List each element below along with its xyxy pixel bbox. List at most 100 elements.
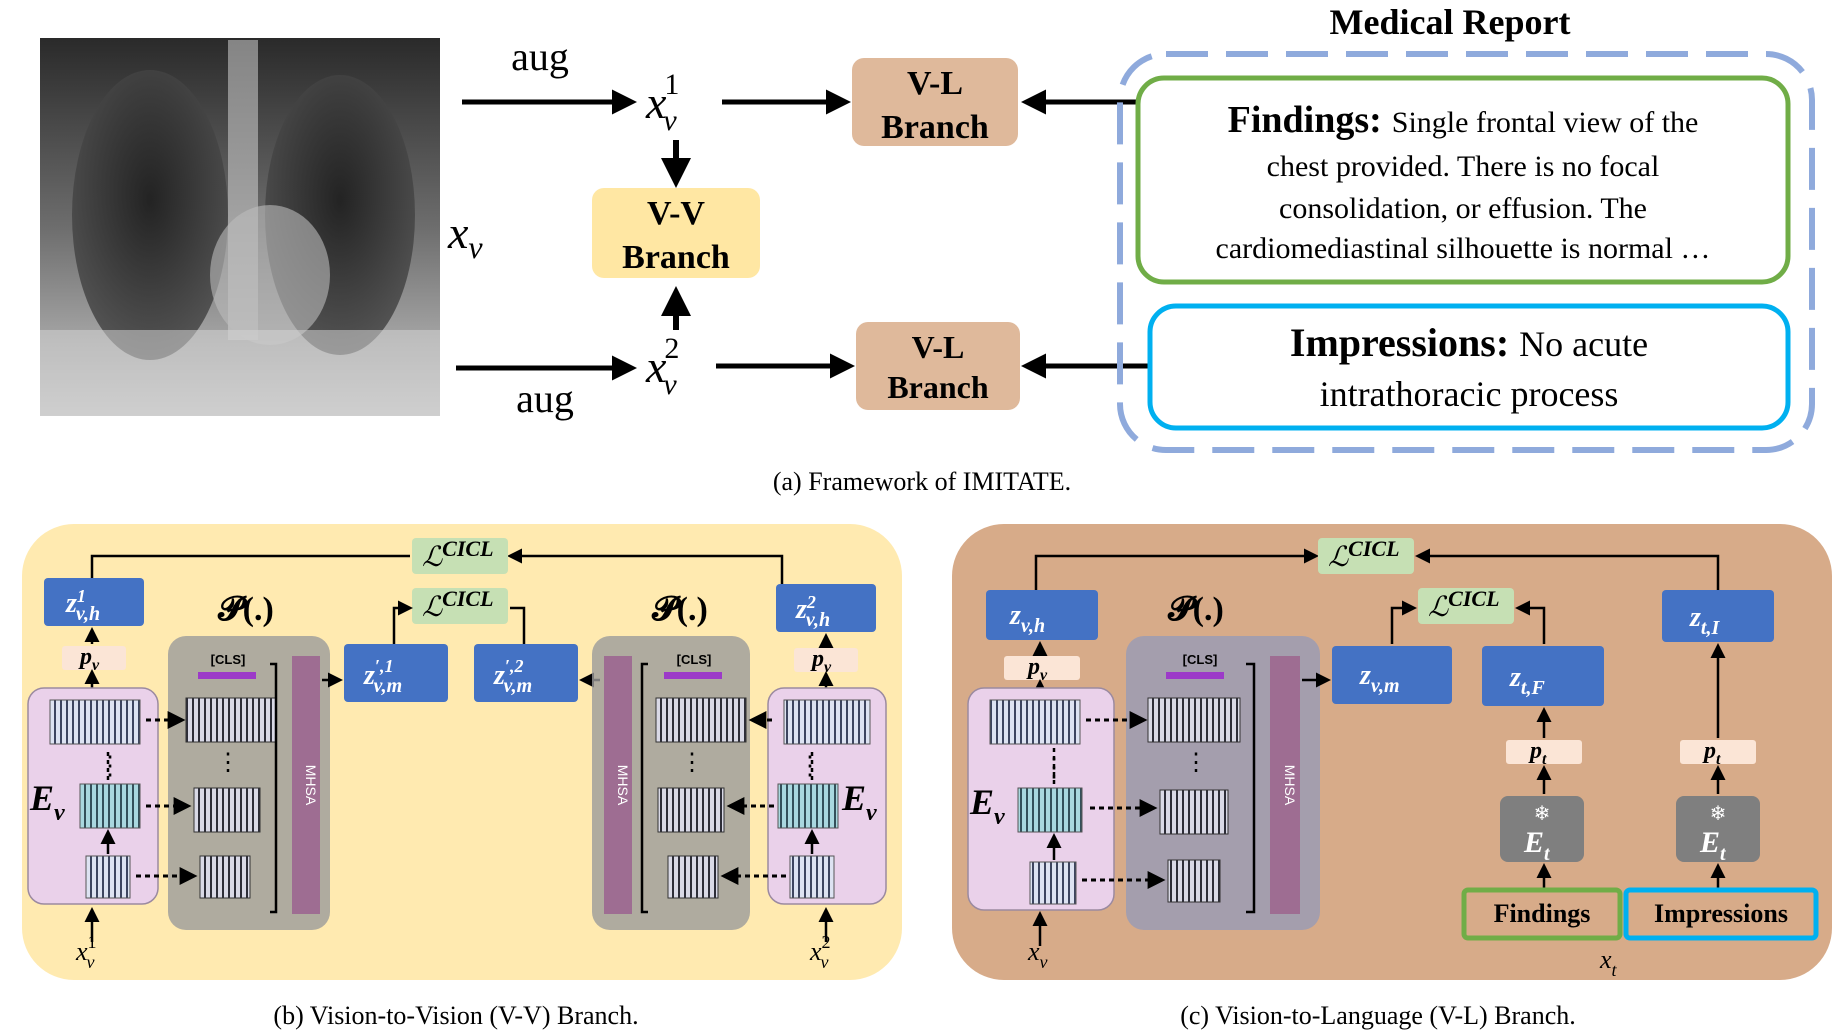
vv-projector-left: [CLS] ⋮ MHSA [168,636,330,930]
svg-text:⋮: ⋮ [680,750,704,776]
svg-text:⋮: ⋮ [1184,750,1208,776]
findings-text-line2: chest provided. There is no focal [1267,150,1660,183]
svg-text:Ev: Ev [29,778,65,826]
vv-loss-middle: ℒCICL [412,586,508,624]
vl-impressions-input: Impressions [1623,887,1819,941]
vv-projector-right: MHSA [CLS] ⋮ [592,636,750,930]
vl-loss-top: ℒCICL [1318,536,1414,574]
svg-text:Findings: Findings [1494,899,1591,928]
vl-z-ti-box: zt,I [1662,590,1774,642]
findings-text-line4: cardiomediastinal silhouette is normal … [1216,232,1711,265]
vl-proj-label: 𝓟(.) [1167,591,1224,628]
findings-box: Findings: Single frontal view of the ches… [1135,75,1791,285]
svg-text:Ev: Ev [841,778,877,826]
svg-text:Et: Et [1699,826,1727,865]
snowflake-icon: ❄ [1534,803,1551,825]
svg-text:pv: pv [78,644,100,674]
vl-text-encoder-findings: ❄ Et [1500,796,1584,865]
vv-proj-label-left: 𝓟(.) [217,591,274,628]
svg-text:[CLS]: [CLS] [211,652,246,667]
impressions-box: Impressions:No acute intrathoracic proce… [1147,303,1791,431]
caption-b: (b) Vision-to-Vision (V-V) Branch. [273,1001,638,1030]
vl-xt-input: xt [1599,945,1618,980]
vl-findings-input: Findings [1461,887,1623,941]
vv-pv-left: pv [62,644,126,674]
impressions-text-line1: No acute [1519,324,1648,364]
medical-report-dashed-frame [1117,51,1815,453]
svg-text:V-L: V-L [912,329,965,365]
vl-xv-input: xv [1027,937,1048,972]
svg-text:z2v,h: z2v,h [795,592,830,631]
caption-a: (a) Framework of IMITATE. [773,467,1071,496]
svg-text:Findings:Single frontal view o: Findings: Single frontal view of the [1228,99,1699,141]
vv-encoder-right: ⋮ Ev [767,687,887,905]
svg-text:Branch: Branch [887,369,989,405]
vl-z-vh-box: zv,h [986,590,1098,640]
svg-text:Branch: Branch [622,239,730,276]
svg-text:pv: pv [810,646,832,676]
svg-text:z′,2v,m: z′,2v,m [493,656,532,697]
findings-text-line3: consolidation, or effusion. The [1279,192,1647,225]
svg-text:V-V: V-V [647,195,705,232]
caption-c: (c) Vision-to-Language (V-L) Branch. [1180,1001,1576,1030]
vl-text-encoder-impressions: ❄ Et [1676,796,1760,865]
svg-text:[CLS]: [CLS] [1183,652,1218,667]
vl-z-tf-box: zt,F [1482,646,1604,706]
svg-text:zt,I: zt,I [1689,602,1720,639]
svg-text:z′,1v,m: z′,1v,m [363,656,402,697]
svg-text:Ev: Ev [969,782,1005,830]
svg-text:Branch: Branch [881,109,989,146]
panel-vl-branch: ℒCICL ℒCICL zv,h pv ⋮ Ev [952,524,1832,980]
snowflake-icon: ❄ [1710,803,1727,825]
svg-text:MHSA: MHSA [1282,765,1298,806]
svg-text:zt,F: zt,F [1509,662,1545,699]
svg-text:MHSA: MHSA [303,765,319,806]
aug-bottom-label: aug [516,376,574,421]
svg-text:z1v,h: z1v,h [65,586,100,625]
aug-top-label: aug [511,34,569,79]
svg-text:pt: pt [1702,738,1721,768]
vl-projector: [CLS] ⋮ MHSA [1126,636,1320,930]
findings-text-line1: Single frontal view of the [1392,106,1699,139]
vl-branch-box-top: V-L Branch [852,58,1018,146]
svg-text:Impressions:No acute: Impressions:No acute [1290,320,1648,365]
vl-loss-middle: ℒCICL [1418,586,1514,624]
svg-text:MHSA: MHSA [615,765,631,806]
vl-pv: pv [1004,654,1080,684]
vl-z-vm-box: zv,m [1332,646,1452,704]
vl-pt-findings: pt [1506,738,1582,768]
svg-text:pt: pt [1528,738,1547,768]
svg-text:Et: Et [1523,826,1551,865]
vv-loss-top: ℒCICL [412,536,508,574]
vv-proj-label-right: 𝓟(.) [651,591,708,628]
svg-text:zv,h: zv,h [1009,600,1045,637]
vv-branch-box: V-V Branch [592,188,760,278]
svg-text:zv,m: zv,m [1359,660,1400,697]
vl-branch-box-bottom: V-L Branch [856,322,1020,410]
impressions-label: Impressions: [1290,320,1509,365]
vl-image-encoder: ⋮ Ev [967,687,1115,911]
svg-text:V-L: V-L [907,65,963,102]
svg-text:ℒCICL: ℒCICL [422,586,494,623]
svg-text:[CLS]: [CLS] [677,652,712,667]
chest-xray-image [40,38,440,416]
medical-report-title: Medical Report [1330,2,1571,42]
vv-pv-right: pv [794,646,858,676]
svg-text:pv: pv [1026,654,1048,684]
findings-label: Findings: [1228,99,1382,141]
vl-pt-impressions: pt [1680,738,1756,768]
svg-text:Impressions: Impressions [1654,899,1788,928]
impressions-text-line2: intrathoracic process [1320,374,1619,414]
svg-text:⋮: ⋮ [97,751,123,780]
xv-label: xv [447,207,483,265]
svg-text:⋮: ⋮ [797,751,823,780]
svg-text:⋮: ⋮ [216,750,240,776]
